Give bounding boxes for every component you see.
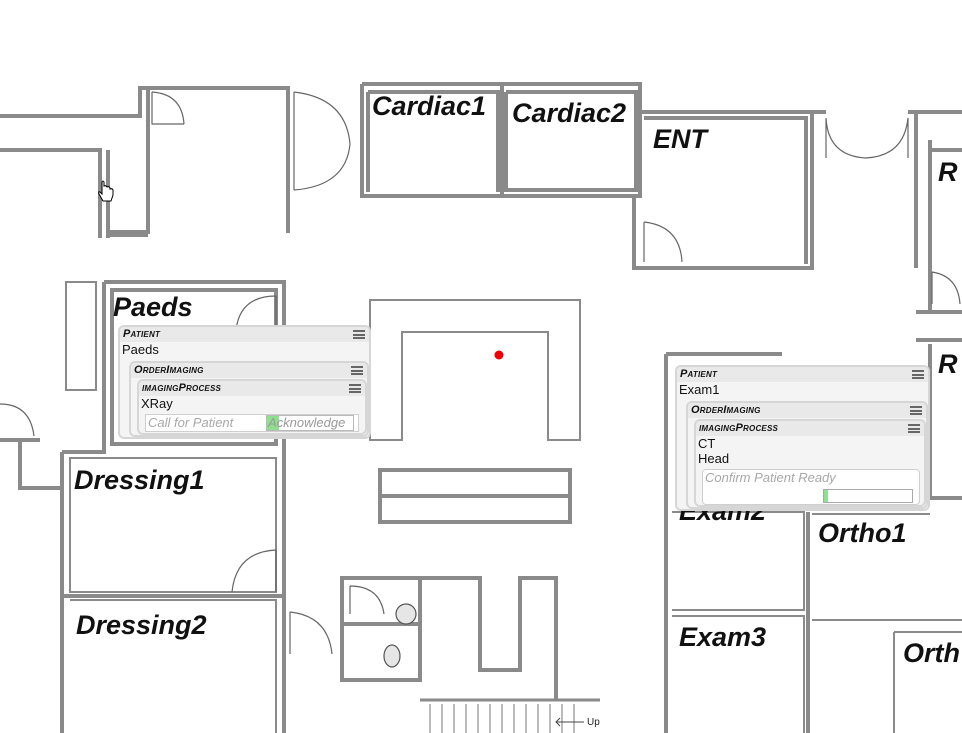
order-imaging-title: OrderImaging bbox=[691, 404, 761, 416]
imaging-type: CT bbox=[698, 436, 716, 451]
patient-card-exam1[interactable]: Patient Exam1 OrderImaging imagingProces… bbox=[675, 365, 930, 511]
location-marker[interactable] bbox=[494, 350, 504, 360]
room-label-ent[interactable]: ENT bbox=[653, 124, 707, 154]
room-label-ortho1[interactable]: Ortho1 bbox=[818, 518, 907, 548]
acknowledge-button[interactable]: Acknowledge bbox=[266, 415, 354, 431]
room-label-r-top[interactable]: R bbox=[938, 157, 958, 187]
task-label: Confirm Patient Ready bbox=[705, 470, 836, 485]
menu-icon[interactable] bbox=[349, 384, 361, 393]
imaging-type: XRay bbox=[141, 396, 173, 411]
stairs-up-label: Up bbox=[587, 717, 600, 728]
patient-card-title: Patient bbox=[123, 328, 161, 340]
patient-location: Paeds bbox=[122, 342, 159, 357]
call-for-patient-task[interactable]: Call for Patient Acknowledge bbox=[145, 414, 359, 432]
room-label-exam3[interactable]: Exam3 bbox=[679, 622, 767, 652]
room-label-r-mid[interactable]: R bbox=[938, 349, 958, 379]
menu-icon[interactable] bbox=[910, 406, 922, 415]
patient-card-paeds[interactable]: Patient Paeds OrderImaging imagingProces… bbox=[118, 325, 371, 439]
arrow-icon bbox=[555, 717, 584, 727]
confirm-patient-ready-task[interactable]: Confirm Patient Ready bbox=[702, 469, 920, 505]
imaging-process-title: imagingProcess bbox=[699, 422, 779, 434]
room-label-dressing1[interactable]: Dressing1 bbox=[74, 465, 205, 495]
room-label-ortho-partial[interactable]: Orth bbox=[903, 638, 960, 668]
task-label: Call for Patient bbox=[148, 415, 234, 430]
imaging-process-title: imagingProcess bbox=[142, 382, 222, 394]
order-imaging-card[interactable]: OrderImaging imagingProcess CT Head Conf… bbox=[686, 401, 928, 509]
menu-icon[interactable] bbox=[353, 330, 365, 339]
order-imaging-card[interactable]: OrderImaging imagingProcess XRay Call fo… bbox=[129, 361, 369, 437]
sink-icon bbox=[395, 603, 417, 625]
menu-icon[interactable] bbox=[351, 366, 363, 375]
imaging-body-part: Head bbox=[698, 451, 730, 466]
room-label-dressing2[interactable]: Dressing2 bbox=[76, 610, 207, 640]
task-progress-bar bbox=[823, 489, 913, 503]
menu-icon[interactable] bbox=[908, 424, 920, 433]
menu-icon[interactable] bbox=[912, 370, 924, 379]
patient-location: Exam1 bbox=[679, 382, 720, 397]
room-label-paeds[interactable]: Paeds bbox=[113, 292, 193, 322]
room-label-cardiac1[interactable]: Cardiac1 bbox=[372, 91, 487, 121]
imaging-process-card[interactable]: imagingProcess CT Head Confirm Patient R… bbox=[694, 419, 926, 507]
order-imaging-title: OrderImaging bbox=[134, 364, 204, 376]
imaging-process-card[interactable]: imagingProcess XRay Call for Patient Ack… bbox=[137, 379, 367, 435]
patient-card-title: Patient bbox=[680, 368, 718, 380]
toilet-icon bbox=[383, 644, 401, 668]
hand-cursor-icon bbox=[98, 180, 114, 202]
room-label-cardiac2[interactable]: Cardiac2 bbox=[512, 98, 627, 128]
task-progress-fill bbox=[824, 490, 829, 502]
